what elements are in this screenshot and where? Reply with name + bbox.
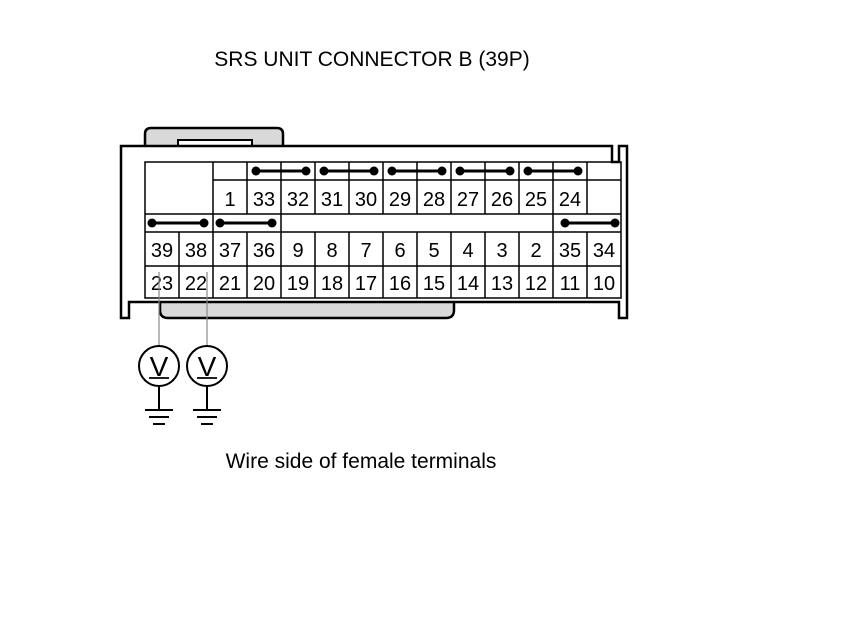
pin-label: 27 <box>457 189 479 211</box>
pin-label: 37 <box>219 240 241 262</box>
pin-label: 34 <box>593 240 615 262</box>
pin-label: 36 <box>253 240 275 262</box>
pin-label: 17 <box>355 273 377 295</box>
pin-label: 21 <box>219 273 241 295</box>
meter-symbol: V <box>198 351 217 382</box>
pin-label: 35 <box>559 240 581 262</box>
row2-pins: 39 38 37 36 9 8 7 6 5 4 3 2 35 34 <box>151 240 615 262</box>
pin-label: 22 <box>185 273 207 295</box>
pin-label: 16 <box>389 273 411 295</box>
pin-label: 1 <box>224 189 235 211</box>
terminal-dividers <box>178 162 588 298</box>
pin-label: 31 <box>321 189 343 211</box>
pin-label: 5 <box>428 240 439 262</box>
voltmeter-icon <box>138 345 180 425</box>
pin-label: 14 <box>457 273 479 295</box>
pin-label: 7 <box>360 240 371 262</box>
pin-label: 26 <box>491 189 513 211</box>
pin-label: 12 <box>525 273 547 295</box>
pin-label: 20 <box>253 273 275 295</box>
meter-symbol: V <box>150 351 169 382</box>
pin-label: 29 <box>389 189 411 211</box>
pin-label: 4 <box>462 240 473 262</box>
pin-label: 2 <box>530 240 541 262</box>
row1-pins: 1 33 32 31 30 29 28 27 26 25 24 <box>224 189 581 211</box>
diagram-title: SRS UNIT CONNECTOR B (39P) <box>214 48 529 71</box>
pin-label: 28 <box>423 189 445 211</box>
pin-label: 39 <box>151 240 173 262</box>
pin-label: 10 <box>593 273 615 295</box>
pin-label: 9 <box>292 240 303 262</box>
pin-label: 6 <box>394 240 405 262</box>
pin-label: 32 <box>287 189 309 211</box>
pin-label: 3 <box>496 240 507 262</box>
pin-label: 11 <box>560 273 581 295</box>
row3-pins: 23 22 21 20 19 18 17 16 15 14 13 12 11 1… <box>151 273 615 295</box>
pin-label: 23 <box>151 273 173 295</box>
pin-label: 13 <box>491 273 513 295</box>
pin-label: 38 <box>185 240 207 262</box>
pin-label: 25 <box>525 189 547 211</box>
pin-label: 18 <box>321 273 343 295</box>
pin-label: 24 <box>559 189 581 211</box>
pin-label: 15 <box>423 273 445 295</box>
pin-label: 8 <box>326 240 337 262</box>
voltmeter-icon <box>186 345 228 425</box>
pin-label: 30 <box>355 189 377 211</box>
shorting-bars <box>147 166 620 228</box>
pin-label: 19 <box>287 273 309 295</box>
probe-wires <box>158 272 208 346</box>
pin-label: 33 <box>253 189 275 211</box>
diagram-caption: Wire side of female terminals <box>226 450 497 473</box>
